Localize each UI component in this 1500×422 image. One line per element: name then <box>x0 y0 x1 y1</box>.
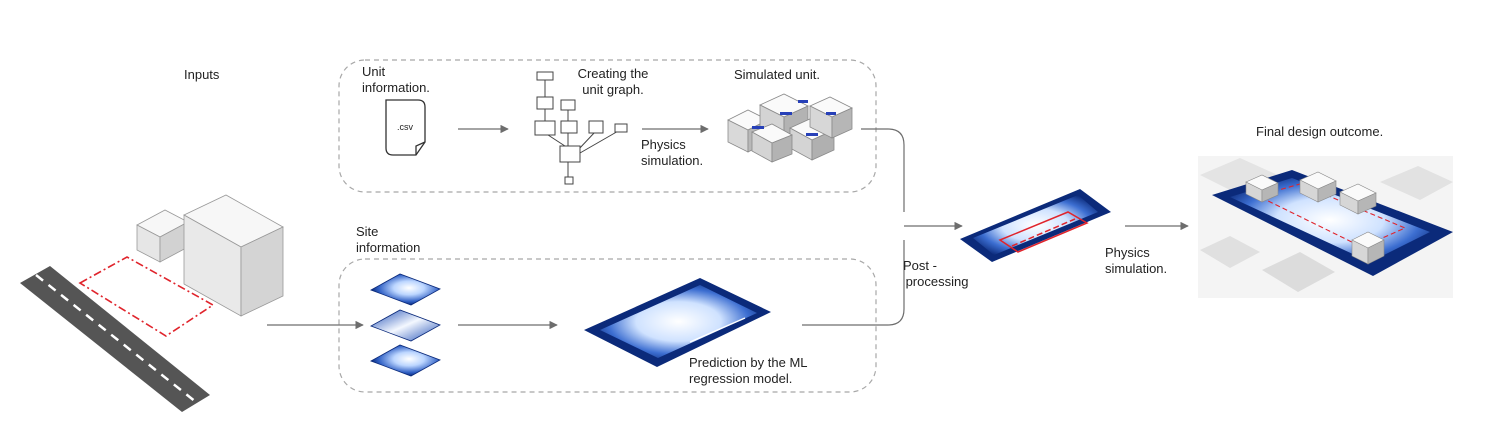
post-processing-label: Post - processing <box>897 258 977 290</box>
simulated-unit-label: Simulated unit. <box>734 67 820 82</box>
arrow-unit-to-merge <box>861 128 905 212</box>
site-boundary <box>78 256 215 337</box>
creating-unit-graph-line-2: unit graph. <box>582 82 644 97</box>
physics-simulation-right-line-2: simulation. <box>1105 261 1168 276</box>
site-information-line-2: information <box>356 240 421 255</box>
unit-information-line-2: information. <box>362 80 430 95</box>
unit-information-line-1: Unit <box>362 64 386 79</box>
final-design-label: Final design outcome. <box>1256 124 1384 139</box>
creating-unit-graph-line-1: Creating the <box>577 66 649 81</box>
unit-information-label: Unit information. <box>362 64 430 96</box>
ml-prediction-heatmap <box>584 278 771 367</box>
csv-file-icon <box>385 99 426 156</box>
arrow-prediction-to-merge <box>802 240 905 326</box>
flow-arrows <box>267 124 1189 330</box>
inputs-label: Inputs <box>184 67 220 82</box>
final-design-outcome <box>1198 156 1453 298</box>
csv-file-label: .csv <box>397 122 414 132</box>
prediction-line-1: Prediction by the ML <box>689 355 808 370</box>
road-center-line <box>35 274 197 403</box>
post-processed-plan <box>960 189 1111 262</box>
site-information-line-1: Site <box>356 224 379 239</box>
unit-graph-icon <box>534 71 628 185</box>
site-information-layers <box>370 273 441 377</box>
simulated-unit-illustration <box>727 93 853 163</box>
post-processing-line-1: Post - <box>903 258 937 273</box>
physics-simulation-top-line-2: simulation. <box>641 153 704 168</box>
creating-unit-graph-label: Creating the unit graph. <box>571 66 655 98</box>
prediction-line-2: regression model. <box>689 371 793 386</box>
site-input-illustration <box>20 194 284 412</box>
physics-simulation-right-line-1: Physics <box>1105 245 1150 260</box>
site-information-label: Site information <box>356 224 420 256</box>
prediction-label: Prediction by the ML regression model. <box>689 355 808 387</box>
physics-simulation-top-line-1: Physics <box>641 137 686 152</box>
post-processing-line-2: processing <box>905 274 969 289</box>
physics-simulation-label-top: Physics simulation. <box>641 137 703 169</box>
physics-simulation-label-right: Physics simulation. <box>1105 245 1167 277</box>
